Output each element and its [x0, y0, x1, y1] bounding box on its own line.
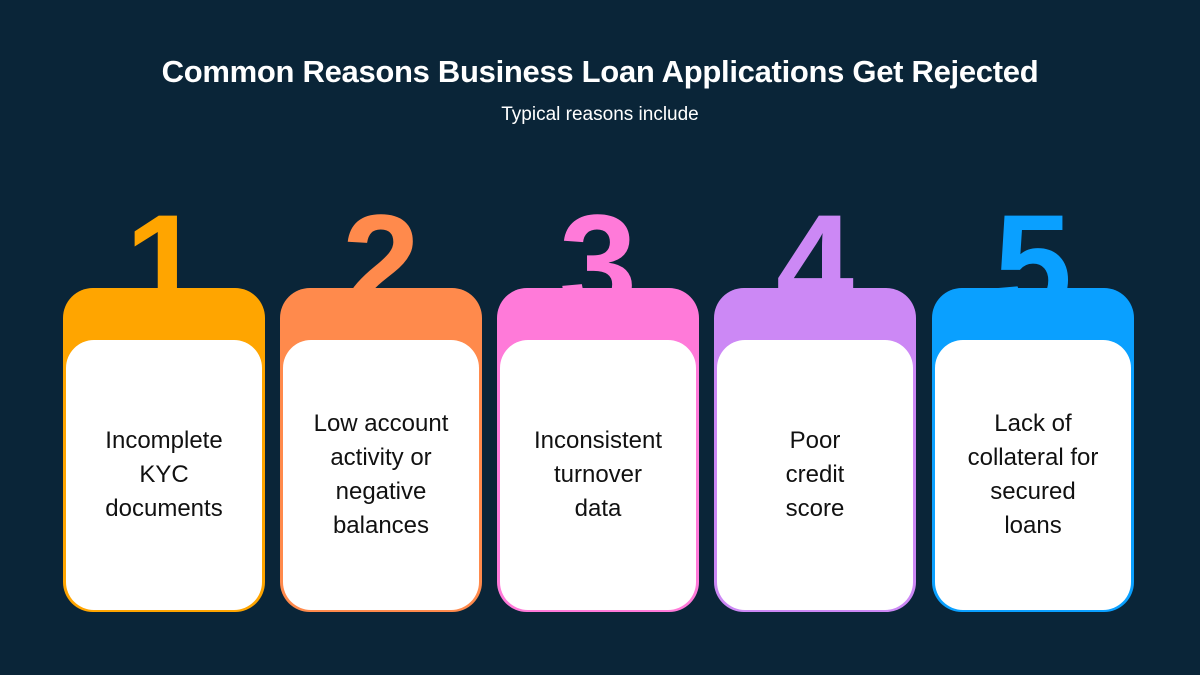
page-subtitle: Typical reasons include [501, 104, 699, 125]
reason-card-5: 5 Lack of collateral for secured loans [932, 180, 1134, 612]
card-body: Low account activity or negative balance… [283, 340, 479, 610]
reason-text: Lack of collateral for secured loans [967, 410, 1099, 539]
reason-card-1: 1 Incomplete KYC documents [63, 180, 265, 612]
card-body: Lack of collateral for secured loans [935, 340, 1131, 610]
reason-text: Low account activity or negative balance… [313, 410, 449, 539]
page-title: Common Reasons Business Loan Application… [161, 54, 1039, 89]
card-body: Inconsistent turnover data [500, 340, 696, 610]
reason-text: Poor credit score [785, 427, 845, 522]
card-body: Poor credit score [717, 340, 913, 610]
reason-card-4: 4 Poor credit score [714, 180, 916, 612]
card-body: Incomplete KYC documents [66, 340, 262, 610]
reason-card-2: 2 Low account activity or negative balan… [280, 180, 482, 612]
reason-text: Incomplete KYC documents [105, 427, 223, 522]
reason-text: Inconsistent turnover data [533, 427, 663, 522]
reason-card-3: 3 Inconsistent turnover data [497, 180, 699, 612]
